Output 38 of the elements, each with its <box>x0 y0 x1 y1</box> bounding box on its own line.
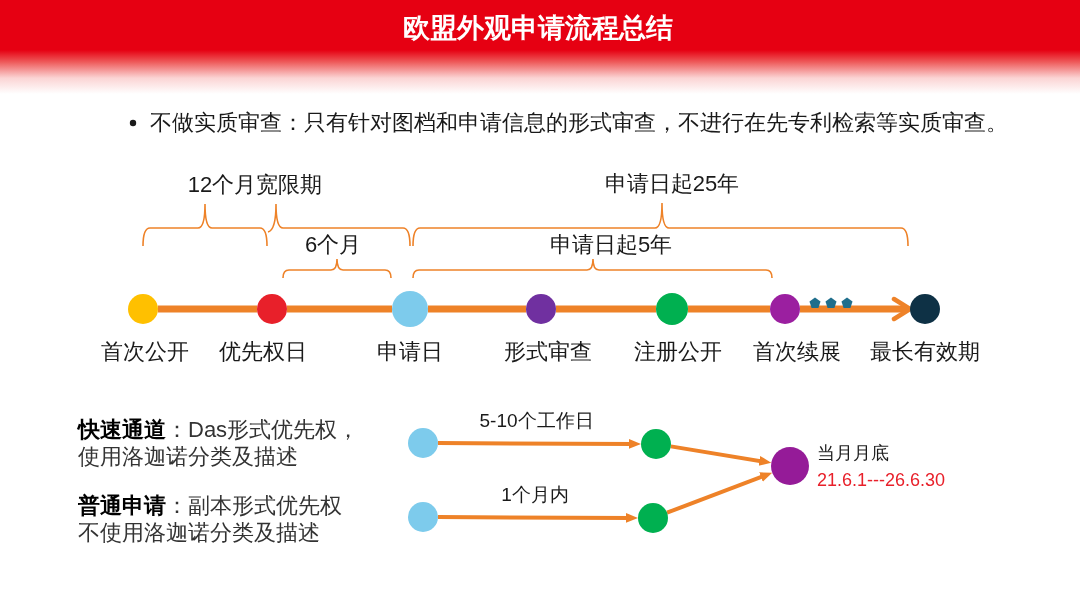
milestone-label: 首次续展 <box>753 339 841 365</box>
duration-label: 申请日起5年 <box>549 232 673 258</box>
arrow <box>438 438 641 449</box>
milestone-label: 注册公开 <box>634 339 722 365</box>
timeline-line <box>556 305 656 313</box>
flow-dot <box>638 503 668 533</box>
arrow <box>438 512 638 523</box>
timeline-dot <box>257 294 287 324</box>
milestone-label: 形式审查 <box>504 339 592 365</box>
duration-label: 12个月宽限期 <box>187 172 323 198</box>
timeline-dot <box>526 294 556 324</box>
timeline-line <box>287 305 392 313</box>
timeline-dot <box>910 294 940 324</box>
description-text: 快速通道：Das形式优先权，使用洛迦诺分类及描述 <box>78 416 361 470</box>
timeline-dot <box>770 294 800 324</box>
timeline-line <box>428 305 526 313</box>
timeline-dot <box>656 293 688 325</box>
arrow <box>670 444 772 466</box>
deadline-label: 当月月底 <box>817 442 889 464</box>
date-range-text: 21.6.1---26.6.30 <box>817 469 946 491</box>
milestone-label: 首次公开 <box>101 339 189 365</box>
flow-dot <box>771 447 809 485</box>
milestone-label: 最长有效期 <box>870 339 980 365</box>
milestone-label: 申请日 <box>377 339 443 365</box>
milestone-label: 优先权日 <box>219 339 307 365</box>
duration-label: 申请日起25年 <box>604 171 740 197</box>
timeline-line <box>688 305 770 313</box>
page-title: 欧盟外观申请流程总结 <box>403 12 673 44</box>
flow-dot <box>408 502 438 532</box>
flow-dot <box>408 428 438 458</box>
timeline-dot <box>128 294 158 324</box>
description-text: 普通申请：副本形式优先权不使用洛迦诺分类及描述 <box>78 492 343 546</box>
timeline-line <box>158 305 257 313</box>
flow-dot <box>641 429 671 459</box>
arrow <box>666 472 773 515</box>
note-text: 不做实质审查：只有针对图档和申请信息的形式审查，不进行在先专利检索等实质审查。 <box>150 110 1008 136</box>
duration-label: 6个月 <box>304 232 362 258</box>
timeline-dot <box>392 291 428 327</box>
